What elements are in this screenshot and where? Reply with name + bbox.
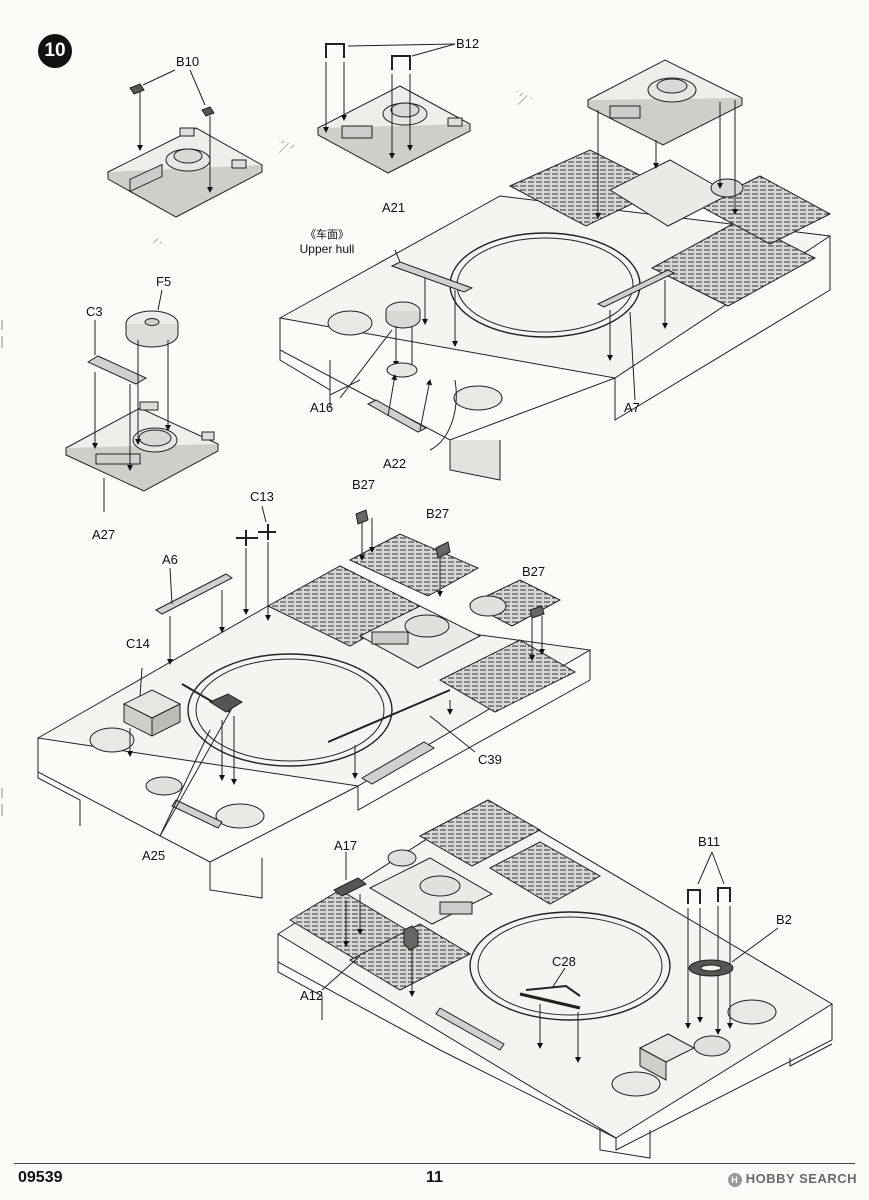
part-c13-posts [236, 505, 276, 621]
label-a17: A17 [334, 838, 358, 853]
label-b11: B11 [698, 834, 721, 849]
label-c28: C28 [552, 954, 576, 969]
plate-a27 [64, 401, 220, 512]
part-c39-rod [159, 683, 476, 837]
part-b2-plate [688, 927, 779, 977]
part-f5-cap [125, 289, 179, 445]
upper-hull-caption: 《车面》 Upper hull [292, 228, 362, 256]
label-b27-2: B27 [426, 506, 450, 521]
upper-hull-caption-cn: 《车面》 [305, 229, 349, 241]
label-c14: C14 [126, 636, 150, 651]
deck-plate-b10 [106, 127, 264, 218]
part-b10-pieces [129, 69, 215, 193]
label-a16: A16 [310, 400, 334, 415]
label-b2: B2 [776, 912, 792, 927]
page-number: 11 [426, 1169, 443, 1186]
label-f5: F5 [156, 274, 172, 289]
step-number-icon: 10 [38, 34, 72, 68]
deck-plate-b12 [316, 85, 472, 174]
arrow-chevron-icon [146, 90, 533, 246]
part-a7-bar [596, 269, 676, 401]
part-c3-bar [86, 320, 148, 471]
upper-hull-caption-en: Upper hull [299, 242, 355, 256]
part-a17-bracket [333, 852, 367, 947]
label-a25: A25 [142, 848, 166, 863]
label-b27-1: B27 [352, 477, 376, 492]
label-b12: B12 [456, 36, 480, 51]
part-a16-cap [339, 301, 421, 399]
watermark-text: HOBBY SEARCH [745, 1171, 857, 1186]
mid-hull [36, 533, 592, 899]
upper-hull-top [278, 149, 832, 481]
label-b10: B10 [176, 54, 200, 69]
part-c14-box [122, 667, 182, 757]
label-a27: A27 [92, 527, 116, 542]
part-a21-bar [390, 249, 474, 347]
label-a7: A7 [624, 400, 640, 415]
label-b27-3: B27 [522, 564, 546, 579]
label-c39: C39 [478, 752, 502, 767]
label-a12: A12 [300, 988, 324, 1003]
label-c13: C13 [250, 489, 274, 504]
part-b27-brackets [355, 509, 545, 661]
part-a6-bar [155, 567, 233, 665]
label-c3: C3 [86, 304, 103, 319]
front-hull [277, 799, 833, 1159]
label-a22: A22 [383, 456, 407, 471]
kit-code: 09539 [18, 1169, 63, 1186]
label-a6: A6 [162, 552, 178, 567]
part-a12-bolt [321, 925, 419, 997]
part-b12-handles [323, 43, 456, 159]
part-c28-tool [519, 967, 581, 1063]
label-a21: A21 [382, 200, 406, 215]
part-a22-bar [366, 374, 457, 451]
deck-plate-top-right [586, 59, 744, 219]
footer-divider [14, 1163, 855, 1164]
